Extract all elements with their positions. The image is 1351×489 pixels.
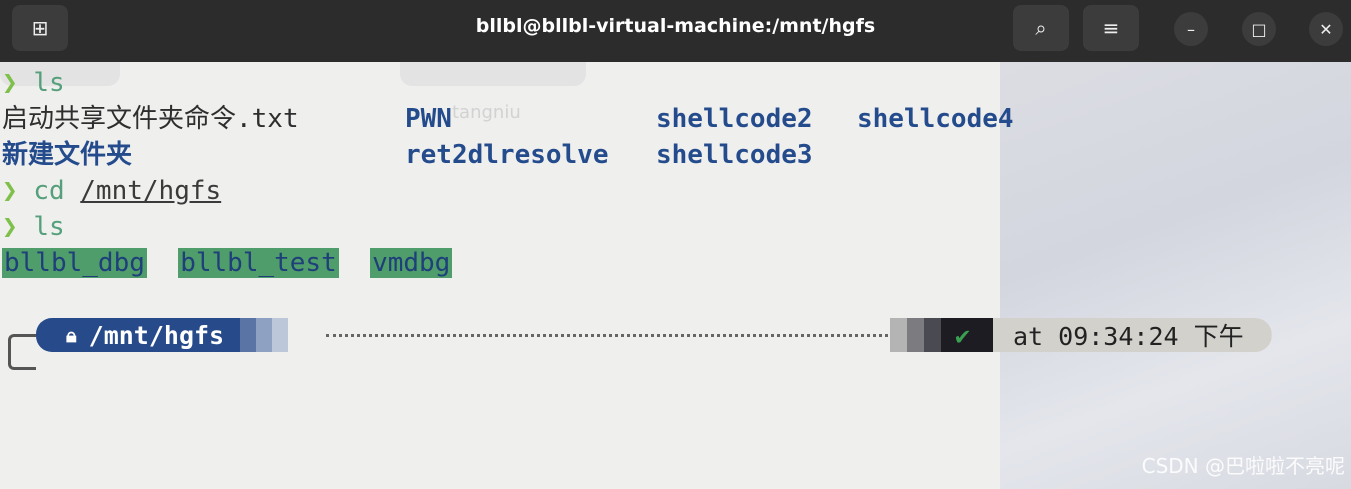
new-tab-icon: ⊞: [31, 16, 49, 40]
dir-entry: vmdbg: [370, 248, 453, 278]
dir-entry: 新建文件夹: [2, 140, 133, 170]
minimize-button[interactable]: –: [1174, 12, 1208, 46]
current-path: /mnt/hgfs: [88, 320, 225, 350]
ghost-label: tangniu: [452, 102, 521, 123]
dir-entry: shellcode3: [656, 140, 813, 170]
time-segment: at 09:34:24 下午: [993, 318, 1272, 352]
statusline-right: ✔ at 09:34:24 下午: [890, 318, 1272, 352]
dir-entry: bllbl_dbg: [2, 248, 147, 278]
prompt-bracket: [8, 334, 36, 370]
terminal-line: ❯ cd /mnt/hgfs: [2, 173, 221, 209]
command: cd: [33, 176, 65, 206]
window-title: bllbl@bllbl-virtual-machine:/mnt/hgfs: [475, 15, 876, 37]
dir-entry: ret2dlresolve: [405, 140, 609, 170]
command-arg: /mnt/hgfs: [80, 176, 222, 206]
status-ok: ✔: [941, 318, 993, 352]
statusline-filler: [326, 334, 888, 337]
new-tab-button[interactable]: ⊞: [12, 5, 68, 51]
terminal-line: ❯ ls: [2, 65, 65, 101]
watermark: CSDN @巴啦啦不亮呢: [1141, 454, 1345, 478]
search-button[interactable]: ⌕: [1013, 5, 1069, 51]
desktop-background: [1000, 62, 1351, 489]
ghost-icon: [400, 62, 586, 86]
menu-button[interactable]: ≡: [1083, 5, 1139, 51]
maximize-button[interactable]: □: [1242, 12, 1276, 46]
maximize-icon: □: [1251, 19, 1267, 39]
dir-entry: PWN: [405, 104, 452, 134]
close-icon: ✕: [1319, 19, 1333, 39]
minimize-icon: –: [1187, 19, 1195, 39]
prompt-symbol: ❯: [2, 68, 18, 98]
path-segment: 🔒︎ /mnt/hgfs: [52, 318, 241, 352]
dir-entry: shellcode4: [857, 104, 1014, 134]
search-icon: ⌕: [1035, 16, 1047, 40]
statusline-left: 🔒︎ /mnt/hgfs: [36, 318, 289, 352]
prompt-symbol: ❯: [2, 176, 18, 206]
command: ls: [33, 68, 65, 98]
ghost-icon: [0, 62, 120, 86]
lock-icon: 🔒︎: [66, 323, 77, 347]
terminal-line: bllbl_dbg bllbl_test vmdbg: [2, 245, 453, 281]
command: ls: [33, 212, 65, 242]
file-entry: 启动共享文件夹命令.txt: [2, 104, 299, 134]
terminal-line: ❯ ls: [2, 209, 65, 245]
dir-entry: shellcode2: [656, 104, 813, 134]
prompt-symbol: ❯: [2, 212, 18, 242]
hamburger-icon: ≡: [1102, 16, 1120, 40]
dir-entry: bllbl_test: [178, 248, 339, 278]
close-button[interactable]: ✕: [1309, 12, 1343, 46]
title-bar: ⊞ bllbl@bllbl-virtual-machine:/mnt/hgfs …: [0, 0, 1351, 62]
